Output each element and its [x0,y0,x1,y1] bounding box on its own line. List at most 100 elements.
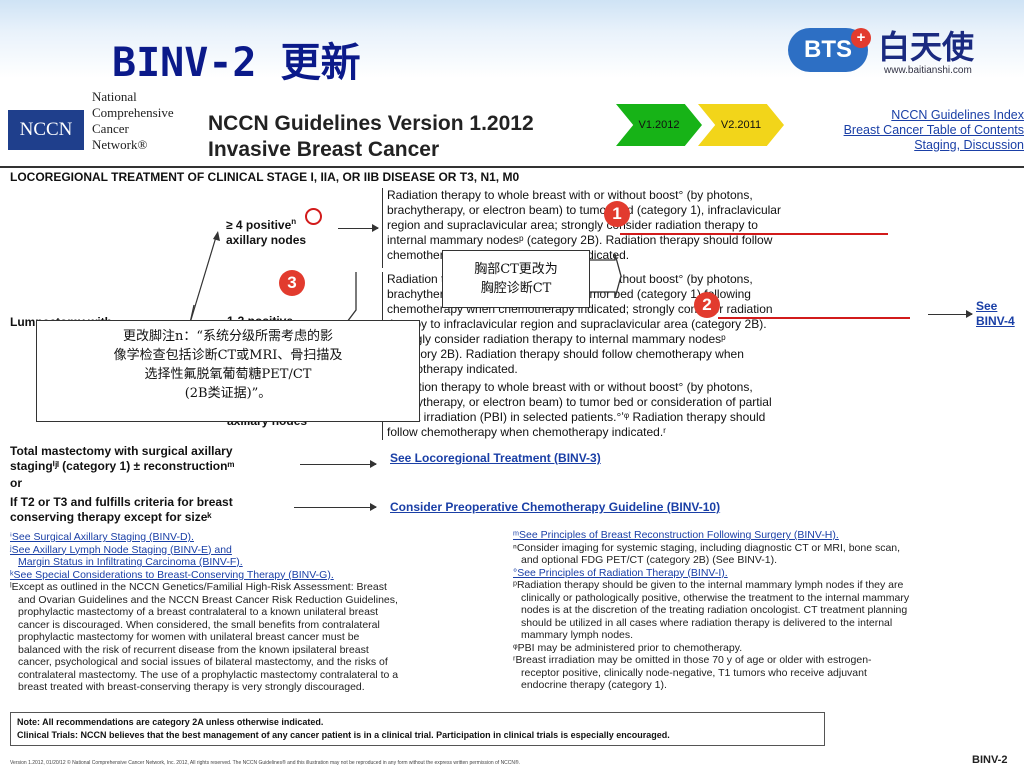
section-heading: LOCOREGIONAL TREATMENT OF CLINICAL STAGE… [10,170,520,184]
rt3-line: breast irradiation (PBI) in selected pat… [387,410,766,424]
arrow-t2t3 [294,503,377,511]
footnote-r-cont: receptor positive, clinically node-negat… [521,666,867,679]
guideline-subtitle: Invasive Breast Cancer [208,138,440,161]
nccn-name-line: Comprehensive [92,105,174,120]
marker-3: 3 [279,270,305,296]
footnote-k[interactable]: ᵏSee Special Considerations to Breast-Co… [10,568,334,581]
copyright-line: Version 1.2012, 01/20/12 © National Comp… [10,760,521,766]
note-line: Note: All recommendations are category 2… [17,717,324,727]
footnote-l-cont: balanced with the risk of recurrent dise… [18,643,369,656]
footnote-l-cont: cancer, psychological and social issues … [18,656,388,668]
footnotes-right: ᵐSee Principles of Breast Reconstruction… [513,529,1023,692]
link-guidelines-index[interactable]: NCCN Guidelines Index [891,108,1024,122]
t2t3-label: If T2 or T3 and fulfills criteria for br… [10,495,233,525]
footnote-p-cont: clinically or pathologically positive, o… [521,591,910,604]
red-underline-2 [718,317,910,319]
footnote-p-cont: nodes is at the discretion of the treati… [521,604,908,616]
page-id: BINV-2 [972,754,1008,766]
footnote-j[interactable]: ʲSee Axillary Lymph Node Staging (BINV-E… [10,543,232,556]
nccn-full-name: National Comprehensive Cancer Network® [92,89,174,153]
callout-footnote-change: 更改脚注n：“系统分级所需考虑的影 像学检查包括诊断CT或MRI、骨扫描及 选择… [36,320,420,422]
callout-fn-line: 选择性氟脱氧葡萄糖PET/CT [144,367,312,382]
note-box: Note: All recommendations are category 2… [10,712,825,746]
footnote-q: ᵠPBI may be administered prior to chemot… [513,641,743,654]
footnote-p-cont: should be utilized in all cases where ra… [521,616,893,629]
guideline-nav-links: NCCN Guidelines Index Breast Cancer Tabl… [844,108,1024,153]
clinical-trials-line: Clinical Trials: NCCN believes that the … [17,730,670,740]
rt1-line: region and supraclavicular area; strongl… [387,218,758,232]
rt1-line: brachytherapy, or electron beam) to tumo… [387,203,781,217]
brand-url: www.baitianshi.com [884,65,972,76]
footnote-l-cont: and Ovarian Guidelines and the NCCN Brea… [18,593,398,606]
footnote-m[interactable]: ᵐSee Principles of Breast Reconstruction… [513,529,839,541]
arrow-node4 [338,224,379,232]
plus-icon: + [851,28,871,48]
callout-fn-line: 像学检查包括诊断CT或MRI、骨扫描及 [113,348,343,363]
footnote-l-cont: breast treated with breast-conserving th… [18,681,365,693]
rt3-line: brachytherapy, or electron beam) to tumo… [387,395,772,409]
link-staging-discussion[interactable]: Staging, Discussion [914,138,1024,152]
link-binv4[interactable]: See BINV-4 [976,299,1015,329]
footnote-n-cont: and optional FDG PET/CT (category 2B) (S… [521,554,777,566]
callout-ct-line: 胸部CT更改为 [474,262,558,277]
marker-1: 1 [604,201,630,227]
slide-title: BINV-2 更新 [112,40,361,86]
rt2-line: chemotherapy indicated. [387,362,518,376]
red-circle-highlight [305,208,322,225]
footnote-p-cont: mammary lymph nodes. [521,629,634,641]
callout-fn-line: (2B类证据)”。 [184,386,272,401]
footnote-r-cont: endocrine therapy (category 1). [521,679,667,691]
footnote-l-cont: prophylactic mastectomy for women with u… [18,631,360,643]
link-table-of-contents[interactable]: Breast Cancer Table of Contents [843,123,1024,137]
rt1-line: internal mammary nodesᵖ (category 2B). R… [387,233,773,247]
link-binv3[interactable]: See Locoregional Treatment (BINV-3) [390,451,601,465]
node4-text: ≥ 4 positive [226,218,292,232]
rt2-line: therapy to infraclavicular region and su… [387,317,767,331]
footnote-l-cont: cancer is discouraged. When considered, … [18,618,380,631]
version-badge-current[interactable]: V1.2012 [616,104,702,146]
header-rule [0,166,1024,168]
rt1-line: Radiation therapy to whole breast with o… [387,188,753,202]
version-badge-previous[interactable]: V2.2011 [698,104,784,146]
nccn-logo: NCCN [8,110,84,150]
link-binv10[interactable]: Consider Preoperative Chemotherapy Guide… [390,500,721,514]
rt3-line: Radiation therapy to whole breast with o… [387,380,753,394]
brace-rt1 [382,188,383,268]
node4-text: axillary nodes [226,233,307,247]
rt-option-3: Radiation therapy to whole breast with o… [387,380,922,440]
node4-footnote-ref: n [291,217,297,226]
footnote-i[interactable]: ⁱSee Surgical Axillary Staging (BINV-D). [10,531,194,543]
binv4-text: BINV-4 [976,314,1015,328]
brand-name: 白天使 [878,28,975,66]
footnote-l-cont: prophylactic mastectomy of a breast cont… [18,606,379,618]
mastectomy-line: Total mastectomy with surgical axillary [10,444,233,458]
nccn-name-line: National [92,89,137,104]
callout-pointer [590,253,622,299]
or-label: or [10,476,22,490]
marker-2: 2 [694,292,720,318]
callout-fn-line: 更改脚注n：“系统分级所需考虑的影 [122,329,334,344]
callout-ct-change: 胸部CT更改为 胸腔诊断CT [442,250,590,308]
branch-lines [189,231,220,324]
footnotes-left: ⁱSee Surgical Axillary Staging (BINV-D).… [10,531,510,694]
mastectomy-label: Total mastectomy with surgical axillary … [10,444,234,474]
red-underline-1 [620,233,888,235]
guideline-title: NCCN Guidelines Version 1.2012 [208,112,534,135]
t2t3-line: conserving therapy except for sizeᵏ [10,510,212,524]
nccn-name-line: Network® [92,137,148,152]
arrow-mastectomy [300,460,377,468]
see-text: See [976,299,998,313]
arrow-see-binv4 [928,310,973,318]
rt2-line: Strongly consider radiation therapy to i… [387,332,726,346]
rt3-line: follow chemotherapy when chemotherapy in… [387,425,667,439]
mastectomy-line: stagingⁱʲˡ (category 1) ± reconstruction… [10,459,235,473]
nccn-name-line: Cancer [92,121,129,136]
footnote-r: ʳBreast irradiation may be omitted in th… [513,654,872,666]
footnote-l: ˡExcept as outlined in the NCCN Genetics… [10,581,387,593]
footnote-l-cont: contralateral mastectomy. The use of a p… [18,668,399,681]
footnote-j-cont[interactable]: Margin Status in Infiltrating Carcinoma … [18,556,243,568]
footnote-o[interactable]: °See Principles of Radiation Therapy (BI… [513,566,728,579]
footnote-n: ⁿConsider imaging for systemic staging, … [513,541,901,554]
callout-ct-line: 胸腔诊断CT [480,281,552,296]
t2t3-line: If T2 or T3 and fulfills criteria for br… [10,495,233,509]
